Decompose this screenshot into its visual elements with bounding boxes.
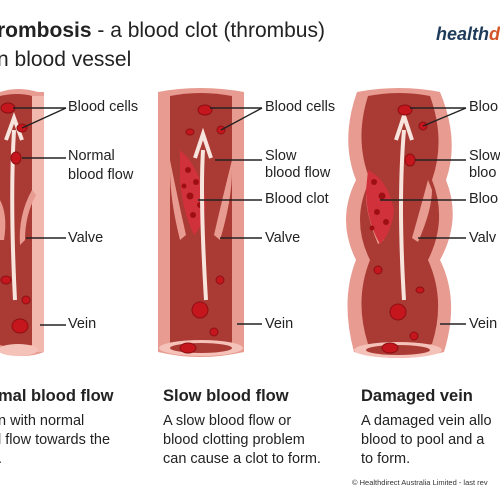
label-blood-cells-3: Bloo (469, 99, 499, 115)
label-vein-2: Vein (265, 316, 294, 332)
desc-slow-line2: blood clotting problem (163, 432, 305, 448)
leader-lines (13, 107, 467, 326)
label-valve-1: Valve (68, 230, 104, 246)
diagram-title: rombosis - a blood clot (thrombus) n blo… (0, 16, 325, 74)
label-blood-cells-2: Blood cells (265, 99, 336, 115)
heading-damaged-vein: Damaged vein (361, 387, 473, 405)
heading-normal-flow: mal blood flow (0, 387, 114, 405)
vein-slow (158, 88, 244, 357)
title-bold: rombosis (0, 19, 92, 42)
label-vein-3: Vein (469, 316, 498, 332)
label-flow-2b: blood flow (265, 165, 331, 181)
copyright-footer: © Healthdirect Australia Limited - last … (352, 478, 488, 487)
desc-damaged-line3: to form. (361, 451, 411, 467)
title-line2: n blood vessel (0, 48, 132, 71)
desc-slow-line1: A slow blood flow or (163, 413, 292, 429)
label-blood-cells-1: Blood cells (68, 99, 139, 115)
desc-normal-line3: . (0, 450, 2, 469)
healthdirect-logo: healthd (436, 24, 500, 44)
vein-damaged (346, 88, 453, 358)
label-valve-2: Valve (265, 230, 301, 246)
label-clot-3: Bloo (469, 191, 499, 207)
heading-slow-flow: Slow blood flow (163, 387, 289, 405)
label-valve-3: Valv (469, 230, 497, 246)
title-rest: - a blood clot (thrombus) (91, 19, 325, 42)
label-vein-1: Vein (68, 316, 97, 332)
label-clot-2: Blood clot (265, 191, 329, 207)
desc-normal-line2: l flow towards the (0, 432, 111, 448)
label-flow-3b: bloo (469, 165, 497, 181)
vein-normal (0, 89, 44, 356)
desc-damaged-line1: A damaged vein allo (361, 413, 492, 429)
label-flow-1a: Normal (68, 148, 115, 164)
desc-normal-line1: n with normal (0, 413, 85, 429)
label-flow-2a: Slow (265, 148, 297, 164)
label-flow-1b: blood flow (68, 167, 134, 183)
label-flow-3a: Slow (469, 148, 500, 164)
desc-slow-line3: can cause a clot to form. (163, 451, 321, 467)
desc-damaged-line2: blood to pool and a (361, 432, 485, 448)
